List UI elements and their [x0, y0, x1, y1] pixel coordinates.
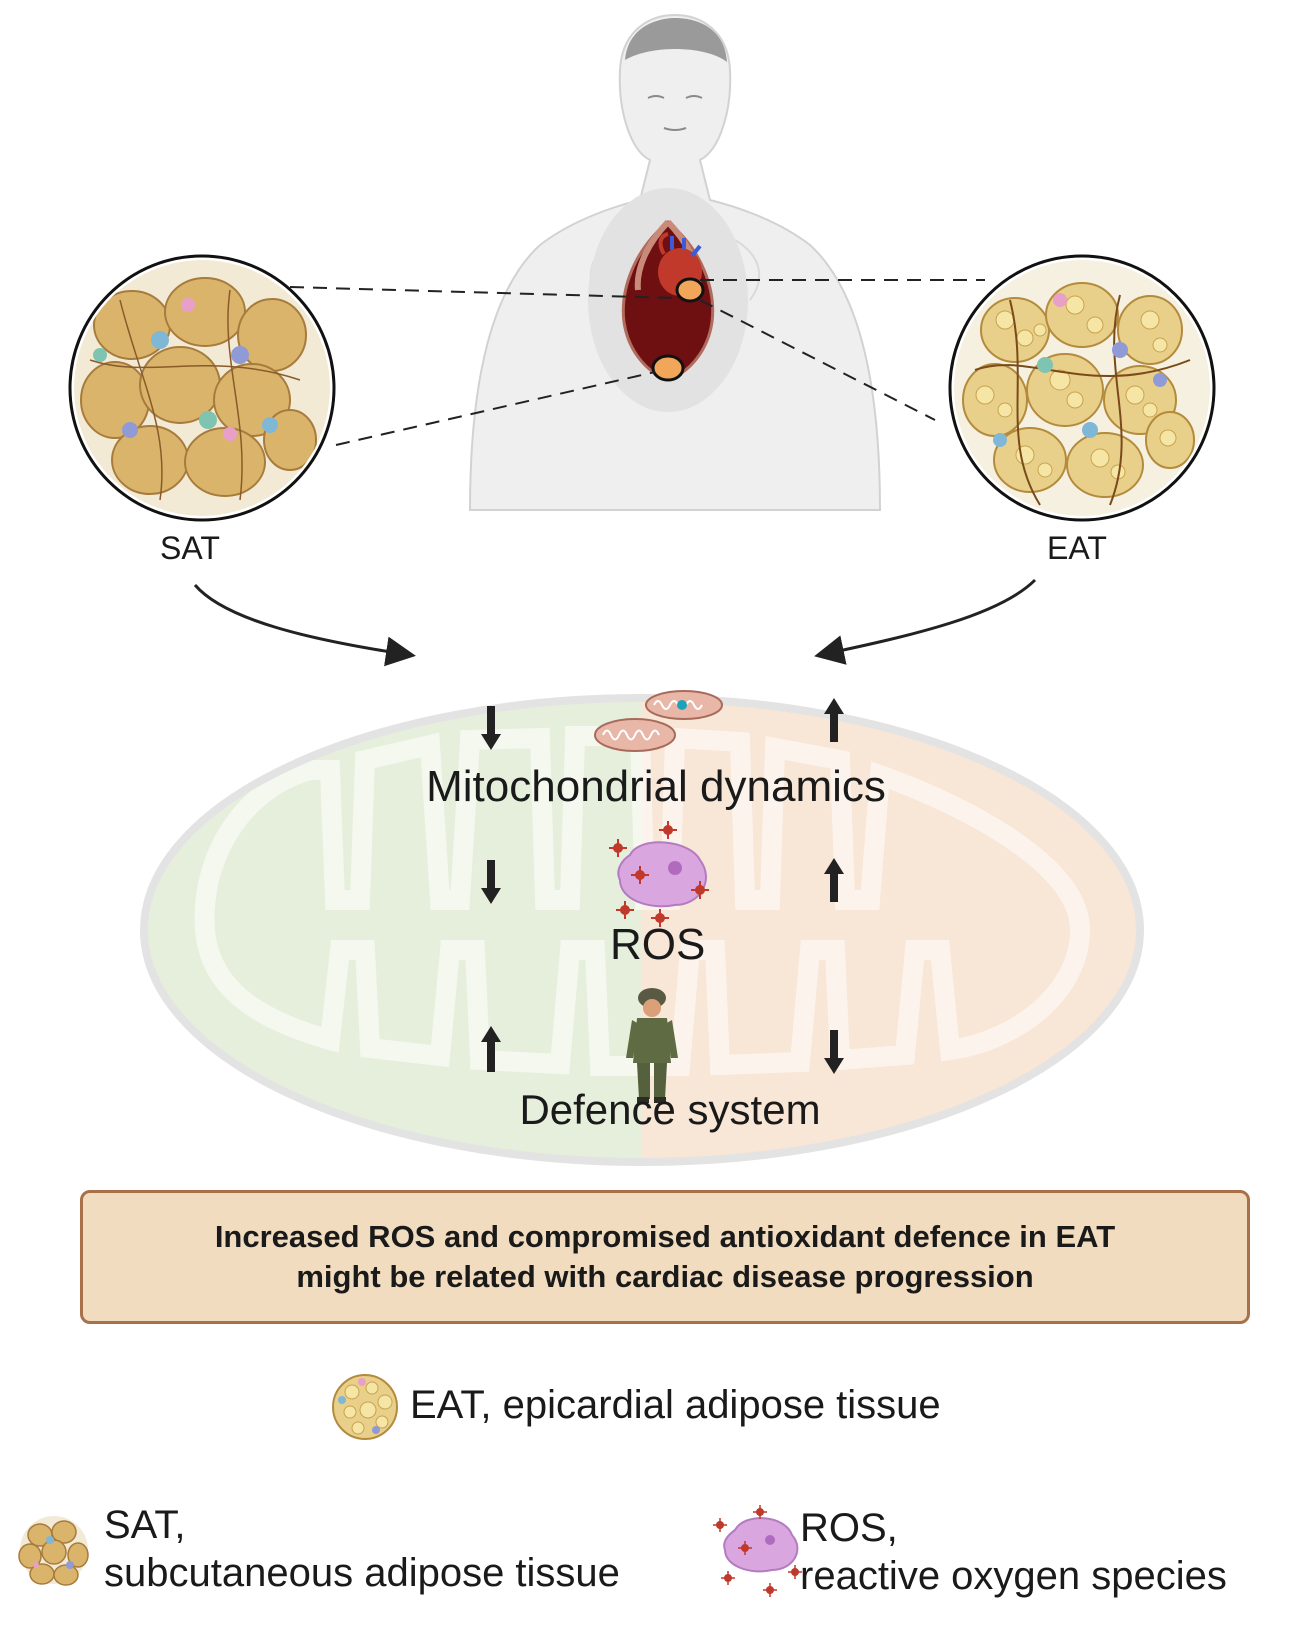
sat-tissue-icon	[68, 254, 336, 522]
sat-mitochondrial-dynamics-arrow	[481, 706, 501, 750]
ros-cell-icon	[609, 821, 709, 927]
sat-label: SAT	[160, 530, 220, 566]
legend-ros-abbr: ROS,	[800, 1506, 898, 1550]
eat-defence-arrow	[824, 1030, 844, 1074]
eat-tissue-icon	[948, 254, 1216, 522]
mitochondria-fission-icon	[594, 690, 723, 752]
ros-label: ROS	[610, 920, 706, 969]
defence-system-label: Defence system	[519, 1086, 821, 1133]
legend-sat-full: subcutaneous adipose tissue	[104, 1551, 620, 1595]
mitochondrial-dynamics-label: Mitochondrial dynamics	[426, 762, 886, 811]
sat-defence-arrow	[481, 1026, 501, 1072]
legend-eat-icon	[332, 1374, 398, 1440]
soldier-icon	[626, 988, 678, 1103]
conclusion-box: Increased ROS and compromised antioxidan…	[80, 1190, 1250, 1324]
conclusion-line-2: might be related with cardiac disease pr…	[296, 1259, 1034, 1294]
sat-ros-arrow	[481, 860, 501, 904]
legend-ros-full: reactive oxygen species	[800, 1554, 1227, 1598]
flow-arrows	[193, 578, 1037, 667]
legend-ros-icon	[713, 1505, 802, 1597]
eat-mitochondrial-dynamics-arrow	[824, 698, 844, 742]
connector-lines	[289, 279, 985, 446]
legend-eat-text: EAT, epicardial adipose tissue	[410, 1383, 941, 1427]
legend-sat-abbr: SAT,	[104, 1503, 186, 1547]
eat-label: EAT	[1047, 530, 1107, 566]
conclusion-line-1: Increased ROS and compromised antioxidan…	[214, 1219, 1116, 1254]
legend-sat-icon	[18, 1516, 89, 1586]
eat-ros-arrow	[824, 858, 844, 902]
heart-icon	[621, 219, 715, 382]
